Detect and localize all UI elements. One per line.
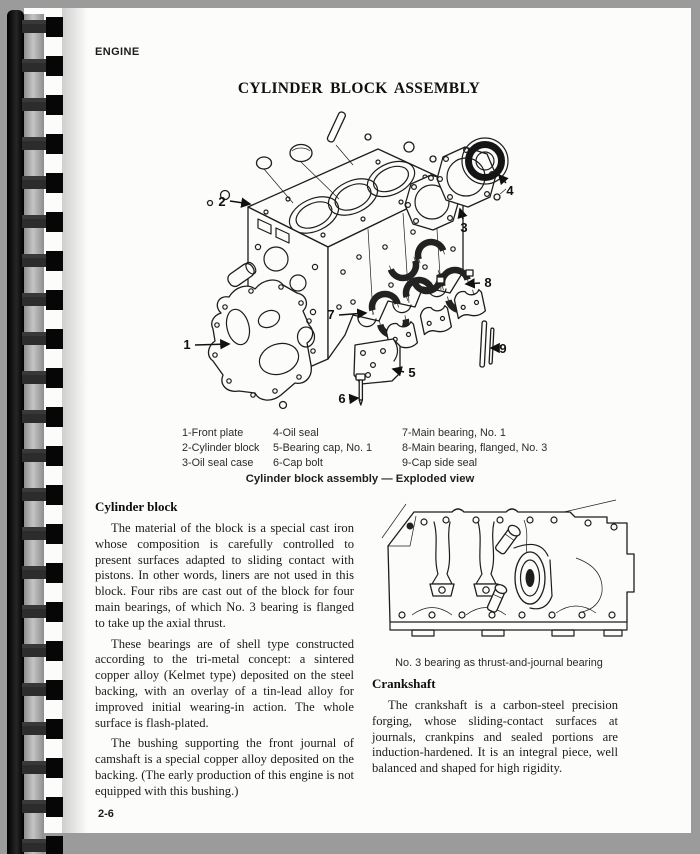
- page-title: CYLINDER BLOCK ASSEMBLY: [237, 80, 481, 97]
- no3-bearing-figure: [381, 499, 635, 637]
- figure2-caption: No. 3 bearing as thrust-and-journal bear…: [395, 657, 603, 669]
- cylinder-block-paragraph-3: The bushing supporting the front journal…: [95, 736, 354, 798]
- bearing-caps-drawing: [353, 286, 487, 385]
- binding-shadow: [62, 8, 88, 833]
- bearing-bolt-upper-drawing: [495, 524, 521, 555]
- flanged-bearing-no3-drawing: [437, 267, 477, 313]
- part-label: 3-Oil seal case: [182, 457, 254, 469]
- cap-bolt-drawing: [355, 373, 366, 406]
- crankshaft-paragraph-1: The crankshaft is a carbon-steel precisi…: [372, 698, 618, 776]
- section-header: ENGINE: [95, 46, 140, 58]
- part-label: 7-Main bearing, No. 1: [402, 427, 506, 439]
- parts-column-1: 1-Front plate 2-Cylinder block 3-Oil sea…: [182, 426, 273, 471]
- callout-3: 3: [460, 220, 467, 235]
- callout-5: 5: [408, 365, 415, 380]
- rib-web-drawing: [429, 521, 499, 597]
- callout-9: 9: [499, 341, 506, 356]
- oil-seal-case-drawing: [404, 146, 507, 231]
- cap-side-seal-drawing: [479, 320, 495, 368]
- parts-column-2: 4-Oil seal 5-Bearing cap, No. 1 6-Cap bo…: [273, 426, 402, 471]
- parts-column-3: 7-Main bearing, No. 1 8-Main bearing, fl…: [402, 426, 547, 471]
- parts-list: 1-Front plate 2-Cylinder block 3-Oil sea…: [182, 426, 547, 471]
- callout-7: 7: [327, 307, 334, 322]
- callout-8: 8: [484, 275, 491, 290]
- crankshaft-section: Crankshaft The crankshaft is a carbon-st…: [372, 676, 618, 777]
- cylinder-block-paragraph-2: These bearings are of shell type constru…: [95, 636, 354, 730]
- callout-6: 6: [338, 391, 345, 406]
- comb-binding-spine: [7, 10, 24, 854]
- part-label: 8-Main bearing, flanged, No. 3: [402, 442, 548, 454]
- cylinder-block-paragraph-1: The material of the block is a special c…: [95, 521, 354, 630]
- exploded-view-figure: 1 2 3 4 5 6 7 8 9: [183, 111, 514, 410]
- callout-1: 1: [183, 337, 190, 352]
- part-label: 9-Cap side seal: [402, 457, 478, 469]
- main-bearing-shells-drawing: [369, 238, 477, 337]
- block-underside-drawing: [381, 499, 635, 637]
- figure1-callouts: 1 2 3 4 5 6 7 8 9: [183, 173, 514, 406]
- part-label: 5-Bearing cap, No. 1: [273, 442, 373, 454]
- part-label: 6-Cap bolt: [273, 457, 323, 469]
- page-number: 2-6: [98, 808, 114, 820]
- no3-bearing-journal-drawing: [486, 524, 553, 613]
- cylinder-block-section: Cylinder block The material of the block…: [95, 499, 354, 800]
- part-label: 2-Cylinder block: [182, 442, 260, 454]
- callout-2: 2: [218, 194, 225, 209]
- figure1-caption: Cylinder block assembly — Exploded view: [245, 473, 475, 485]
- plugs-and-dowel-drawing: [206, 111, 437, 288]
- callout-4: 4: [506, 183, 514, 198]
- oil-seal-drawing: [461, 137, 509, 185]
- paper-sheet: [24, 8, 691, 833]
- cylinder-block-heading: Cylinder block: [95, 499, 178, 514]
- part-label: 1-Front plate: [182, 427, 244, 439]
- comb-binding-tooth-caps: [46, 0, 63, 854]
- front-plate-drawing: [207, 279, 316, 410]
- bearing-bolt-lower-drawing: [486, 583, 508, 613]
- crankshaft-heading: Crankshaft: [372, 676, 436, 691]
- part-label: 4-Oil seal: [273, 427, 319, 439]
